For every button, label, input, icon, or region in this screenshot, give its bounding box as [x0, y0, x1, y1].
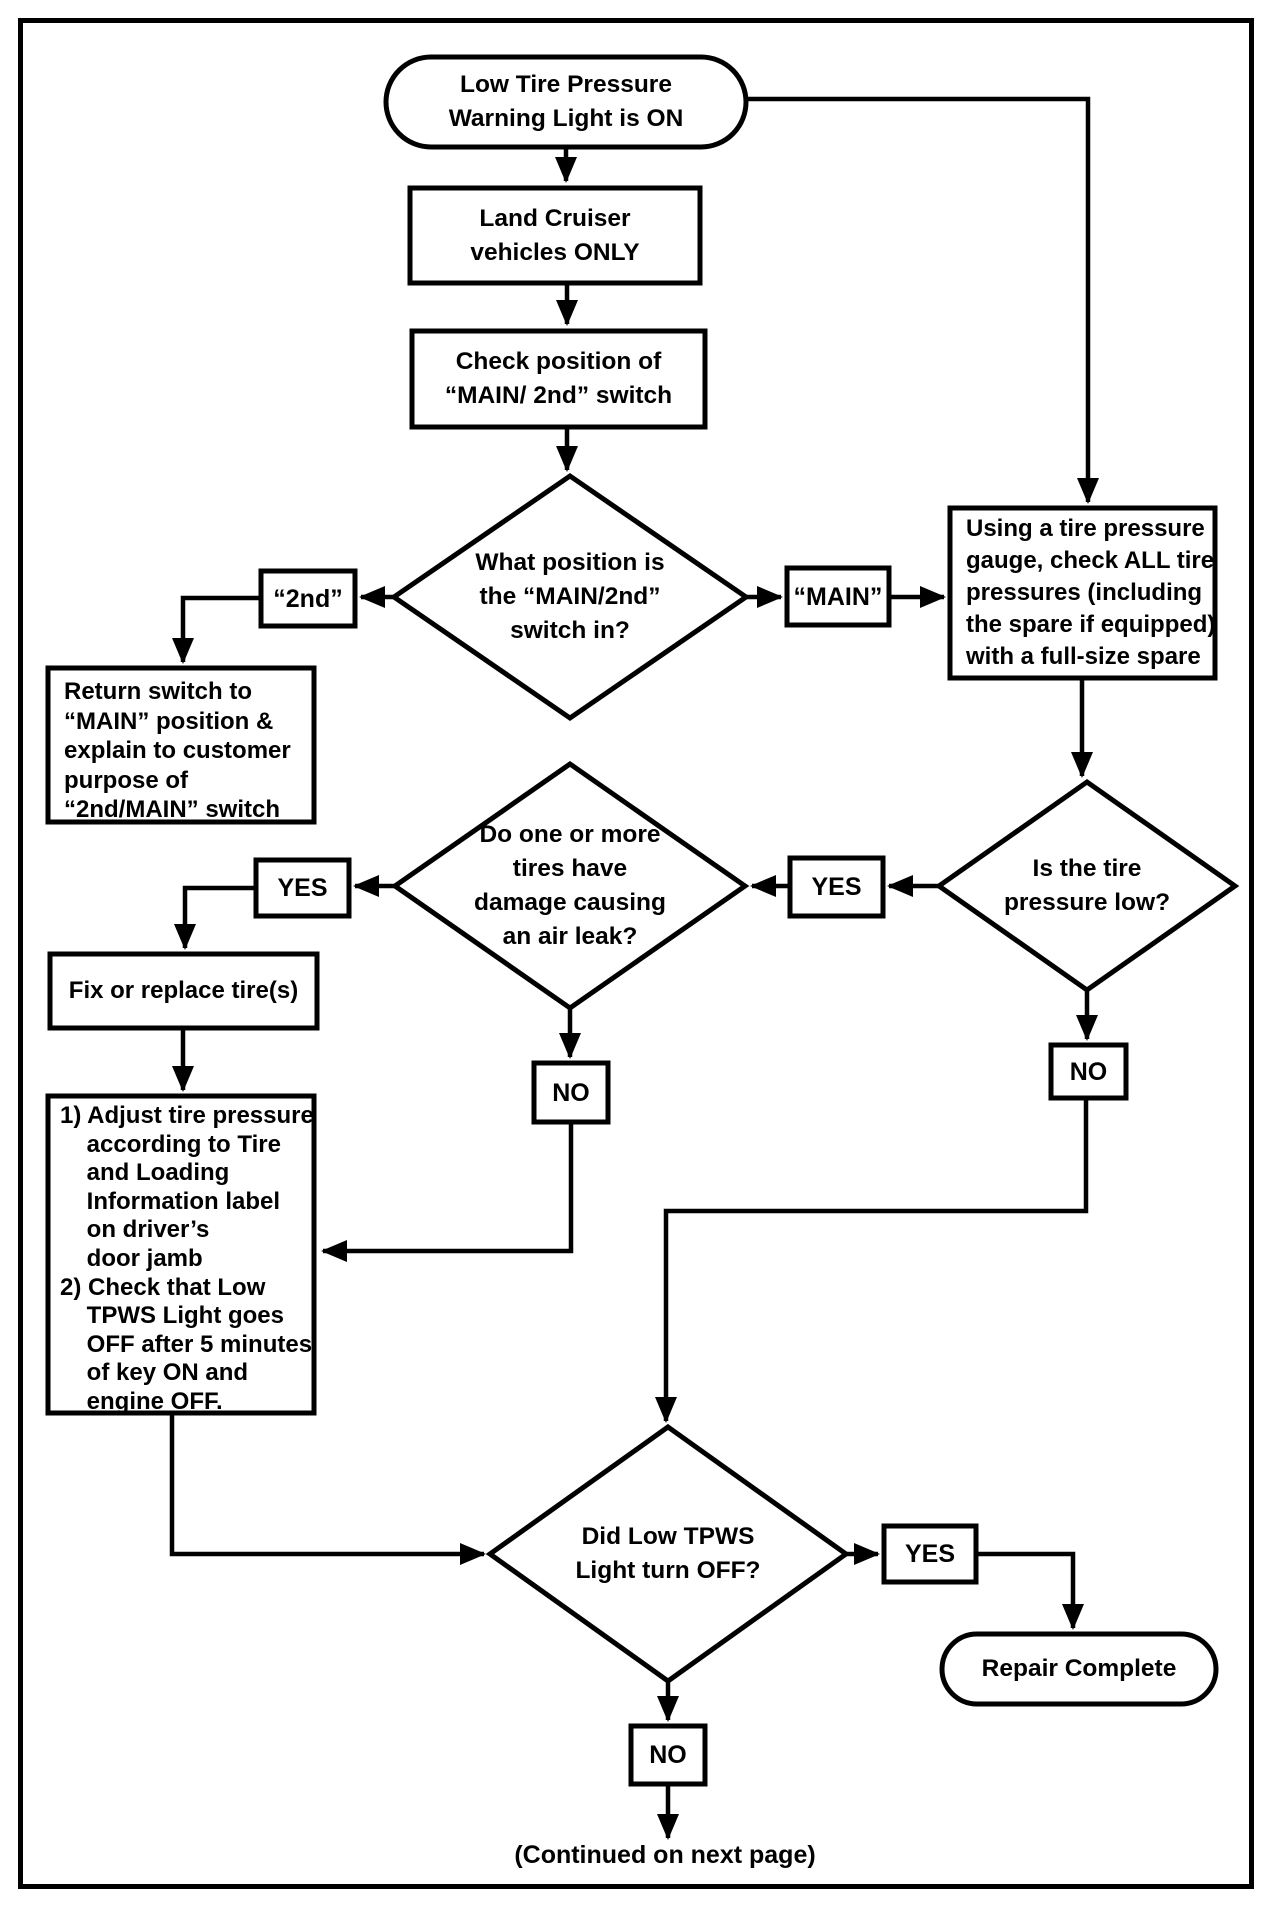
no-light-off-box-shape [628, 1723, 708, 1787]
land-cruiser-box-shape [407, 185, 703, 286]
fix-tires-label: Fix or replace tire(s) [68, 977, 299, 1004]
no-light-off-label: NO [649, 1741, 687, 1769]
edge-yes-to-repair-complete [976, 1551, 1084, 1630]
edge-adjust-steps-to-light-off [169, 1413, 486, 1565]
repair-complete-label: Repair Complete [981, 1655, 1177, 1682]
check-switch-label: Check position of “MAIN/ 2nd” switch [444, 348, 673, 409]
2nd-label-box-shape [258, 568, 358, 629]
switch-position-diamond-shape [389, 472, 751, 722]
tire-damage-diamond-shape [390, 760, 750, 1012]
start-terminator-label: Low Tire Pressure Warning Light is ON [448, 71, 684, 132]
return-switch-label: Return switch to “MAIN” position & expla… [64, 678, 291, 823]
2nd-label: “2nd” [273, 584, 343, 613]
fix-tires-box-shape [47, 951, 320, 1031]
yes-damage-label: YES [277, 874, 328, 902]
edge-start-to-check-pressures [746, 96, 1099, 504]
edges [169, 96, 1099, 1840]
yes-light-off-box-shape [881, 1523, 979, 1585]
continued-note: (Continued on next page) [514, 1841, 816, 1869]
edge-yes-to-fix-tires [174, 885, 256, 950]
switch-position-label: What position is the “MAIN/2nd” switch i… [475, 549, 665, 644]
no-damage-box-shape [531, 1060, 611, 1125]
yes-pressure-low-box-shape [787, 855, 886, 919]
pressure-low-diamond-shape [934, 778, 1240, 994]
check-switch-box-shape [409, 328, 708, 430]
yes-light-off-label: YES [904, 1540, 956, 1568]
edge-no-to-light-off [655, 1098, 1089, 1423]
adjust-steps-label: 1) Adjust tire pressure according to Tir… [60, 1102, 314, 1415]
main-label-box-shape [784, 565, 892, 628]
light-off-diamond-shape [485, 1423, 851, 1685]
edge-2nd-to-return-switch [172, 595, 261, 664]
no-pressure-low-label: NO [1069, 1057, 1108, 1086]
check-pressures-box-shape [947, 505, 1218, 681]
edge-no-to-adjust-steps [321, 1122, 574, 1262]
land-cruiser-label: Land Cruiser vehicles ONLY [470, 204, 640, 266]
return-switch-box-shape [45, 665, 317, 825]
tire-damage-label: Do one or more tires have damage causing… [474, 821, 666, 950]
check-pressures-label: Using a tire pressure gauge, check ALL t… [966, 515, 1216, 670]
no-damage-label: NO [552, 1078, 590, 1107]
yes-damage-box-shape [253, 857, 352, 919]
repair-complete-terminator-shape [939, 1631, 1219, 1707]
light-off-label: Did Low TPWS Light turn OFF? [575, 1523, 761, 1584]
yes-pressure-low-label: YES [811, 873, 862, 901]
no-pressure-low-box-shape [1048, 1042, 1129, 1101]
start-terminator-shape [383, 54, 749, 150]
adjust-steps-box-shape [45, 1093, 317, 1416]
pressure-low-label: Is the tire pressure low? [1003, 855, 1171, 916]
main-label: “MAIN” [793, 582, 883, 611]
